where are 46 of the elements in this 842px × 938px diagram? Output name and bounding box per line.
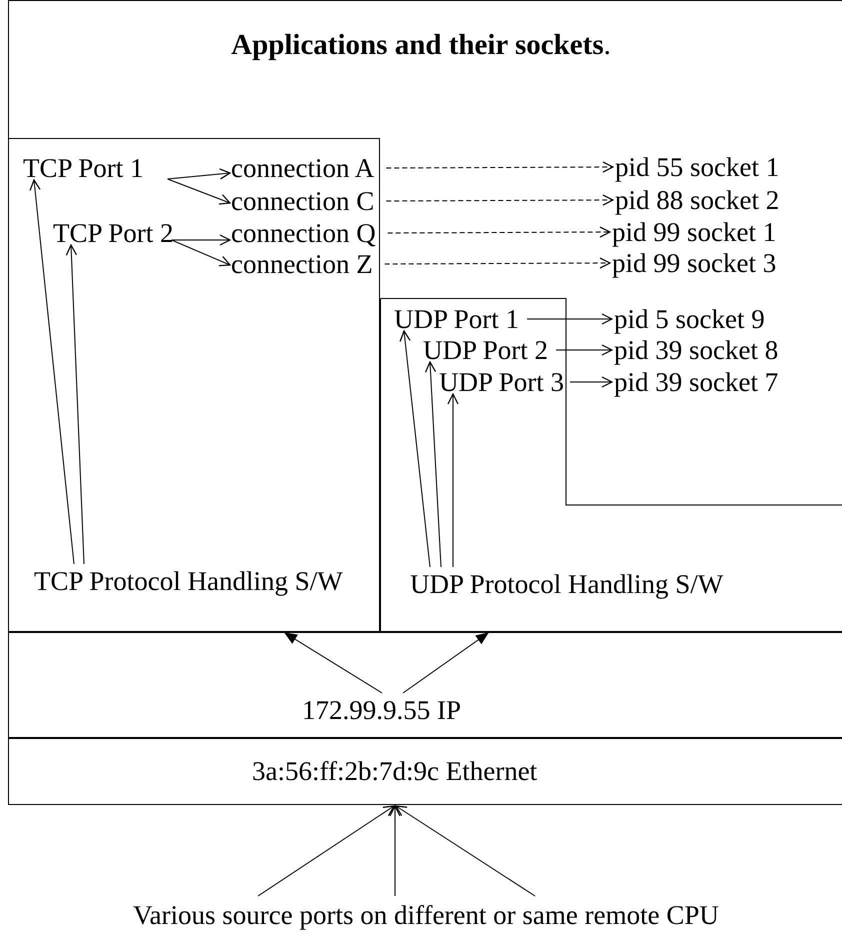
arrow (424, 361, 442, 568)
text-label: UDP Port 1 (394, 304, 520, 334)
text-label: UDP Protocol Handling S/W (410, 569, 724, 599)
text-label: connection A (231, 153, 374, 183)
text-label: pid 5 socket 9 (614, 304, 765, 334)
text-label: pid 39 socket 7 (614, 367, 778, 397)
text-label: pid 55 socket 1 (615, 152, 780, 182)
arrow (386, 194, 614, 206)
protocol-box (8, 138, 380, 632)
text-label: TCP Port 2 (53, 218, 174, 248)
arrow (570, 376, 613, 388)
text-label: TCP Protocol Handling S/W (34, 566, 343, 596)
layer-label: 3a:56:ff:2b:7d:9c Ethernet (252, 756, 538, 786)
arrow (387, 226, 611, 238)
arrow (167, 178, 231, 205)
arrow (29, 179, 74, 564)
arrow (258, 805, 395, 896)
text-label: connection Q (231, 218, 376, 248)
arrow (284, 632, 382, 694)
text-label: connection C (231, 186, 374, 216)
arrow (171, 234, 231, 246)
arrow (400, 330, 430, 568)
arrow (167, 168, 231, 180)
arrow (384, 257, 611, 269)
text-label: connection Z (231, 249, 373, 279)
text-label: pid 39 socket 8 (614, 335, 778, 365)
layer-band (8, 738, 842, 805)
arrow (171, 240, 231, 266)
arrow (526, 313, 613, 325)
arrow (447, 393, 459, 568)
text-label: pid 99 socket 1 (612, 217, 776, 247)
text-label: TCP Port 1 (23, 153, 144, 183)
arrow (395, 805, 536, 896)
layer-label: 172.99.9.55 IP (302, 695, 462, 725)
text-label: pid 99 socket 3 (612, 248, 776, 278)
title: Applications and their sockets. (230, 29, 612, 61)
arrow (389, 805, 401, 896)
arrow (66, 244, 84, 564)
text-label: UDP Port 3 (439, 367, 564, 397)
text-label: Various source ports on different or same remote CPU (133, 900, 719, 930)
arrow (386, 161, 614, 173)
text-label: UDP Port 2 (423, 335, 548, 365)
text-label: pid 88 socket 2 (615, 185, 780, 215)
arrow (402, 632, 489, 694)
arrow (556, 344, 613, 356)
layer-band (8, 632, 842, 738)
